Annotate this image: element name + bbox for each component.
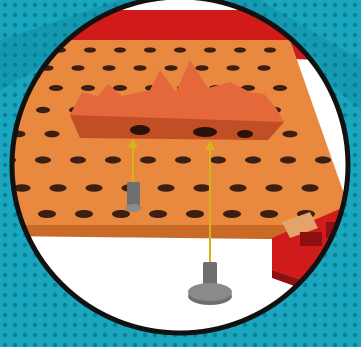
- peg-hole: [174, 47, 186, 52]
- frame-notch-1: [300, 232, 322, 246]
- peg-hole: [35, 156, 51, 163]
- peg-hole: [86, 184, 103, 192]
- peg-hole: [196, 65, 209, 71]
- peg-hole: [70, 156, 86, 163]
- peg-hole: [204, 47, 216, 52]
- peg-hole: [38, 210, 56, 218]
- peg-hole: [210, 156, 226, 163]
- peg-hole: [264, 47, 276, 52]
- peg-hole: [234, 47, 246, 52]
- peg-hole: [165, 65, 178, 71]
- peg-hole: [45, 131, 60, 138]
- peg-hole: [260, 210, 278, 218]
- peg-hole: [114, 47, 126, 52]
- peg-hole: [103, 65, 116, 71]
- peg-hole: [194, 184, 211, 192]
- peg-hole: [186, 210, 204, 218]
- peg-hole: [223, 210, 241, 218]
- peg-hole: [105, 156, 121, 163]
- peg-hole: [245, 156, 261, 163]
- peg-hole: [158, 184, 175, 192]
- piece-hole-3: [237, 130, 253, 138]
- peg-hole: [258, 65, 271, 71]
- peg-hole: [175, 156, 191, 163]
- peg-hole: [280, 156, 296, 163]
- peg-hole: [144, 47, 156, 52]
- peg-hole: [302, 184, 319, 192]
- peg-hole: [273, 85, 287, 91]
- peg-hole: [84, 47, 96, 52]
- peg-hole: [283, 131, 298, 138]
- peg-hole: [75, 210, 93, 218]
- peg-hole: [49, 85, 63, 91]
- peg-hole: [134, 65, 147, 71]
- peg-hole: [266, 184, 283, 192]
- peg-hole: [72, 65, 85, 71]
- peg-hole: [81, 85, 95, 91]
- peg-hole: [149, 210, 167, 218]
- peg-hole: [315, 156, 331, 163]
- peg-upper: [126, 182, 142, 212]
- peg-hole: [140, 156, 156, 163]
- peg-hole: [112, 210, 130, 218]
- peg-upper-base: [126, 204, 142, 212]
- peg-hole: [230, 184, 247, 192]
- peg-hole: [227, 65, 240, 71]
- piece-hole-2: [193, 127, 217, 137]
- peg-lower-head: [188, 283, 232, 301]
- piece-hole-1: [130, 125, 150, 135]
- peg-lower-stem: [203, 262, 217, 286]
- peg-hole: [36, 107, 50, 113]
- peg-hole: [50, 184, 67, 192]
